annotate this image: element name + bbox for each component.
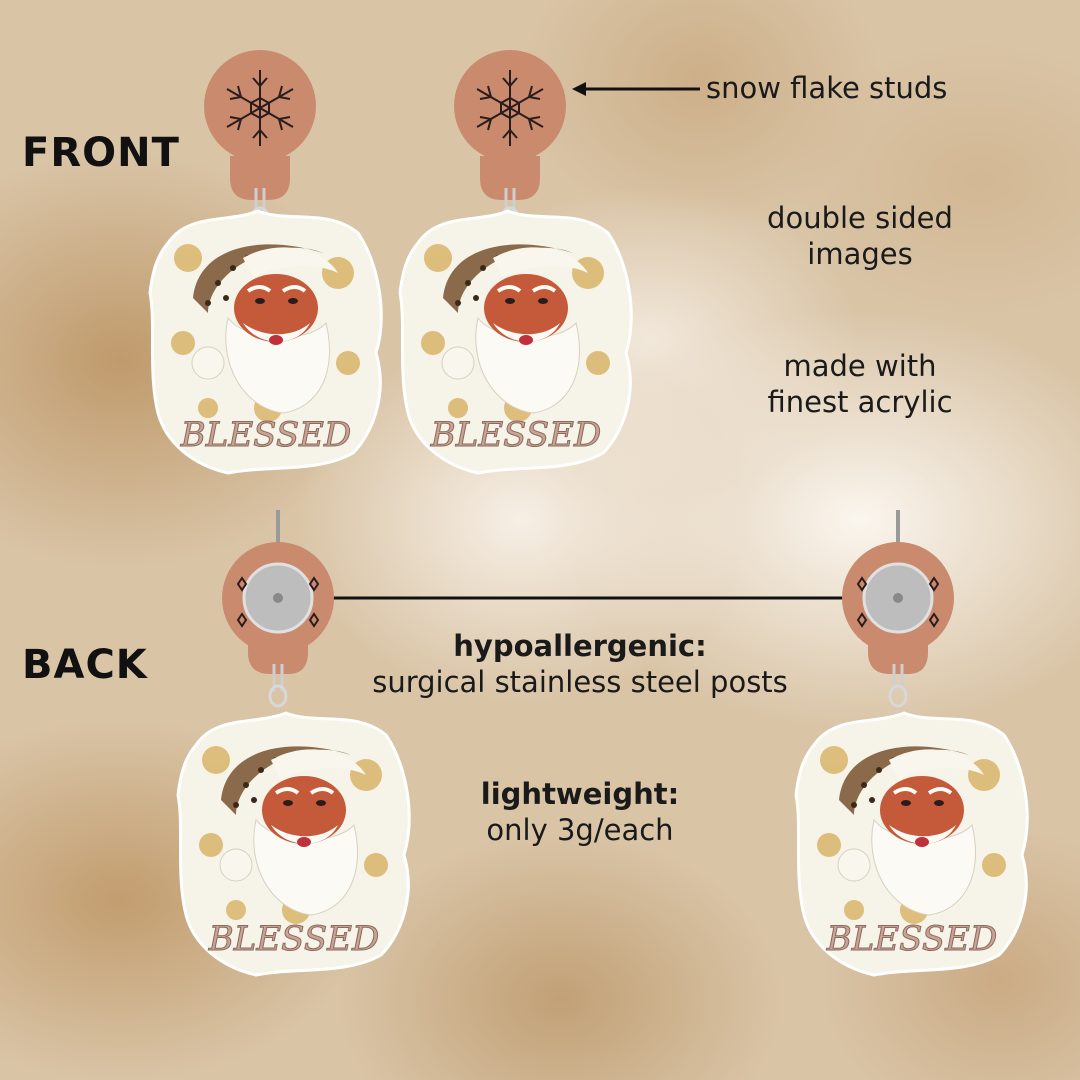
back-earring-left: BLESSED xyxy=(168,510,428,994)
acrylic-line-1: made with xyxy=(783,349,937,383)
hypoallergenic-note: hypoallergenic: surgical stainless steel… xyxy=(320,628,840,701)
charm-text: BLESSED xyxy=(208,919,379,959)
acrylic-line-2: finest acrylic xyxy=(767,385,953,420)
acrylic-note: made with finest acrylic xyxy=(720,348,1000,421)
double-sided-line-1: double sided xyxy=(767,201,953,235)
lightweight-note: lightweight: only 3g/each xyxy=(380,776,780,849)
front-earring-right: BLESSED xyxy=(398,38,648,492)
charm-text: BLESSED xyxy=(826,919,997,959)
front-label: FRONT xyxy=(22,130,180,176)
back-earring-right: BLESSED xyxy=(782,510,1042,994)
lightweight-text: only 3g/each xyxy=(486,813,674,848)
double-sided-line-2: images xyxy=(807,237,913,272)
charm-text: BLESSED xyxy=(430,415,601,455)
lightweight-title: lightweight: xyxy=(480,777,680,811)
studs-note: snow flake studs xyxy=(706,71,948,105)
double-sided-note: double sided images xyxy=(720,200,1000,273)
front-earring-left: BLESSED xyxy=(148,38,398,492)
hypoallergenic-title: hypoallergenic: xyxy=(453,629,707,663)
studs-arrow xyxy=(572,82,700,96)
charm-text: BLESSED xyxy=(180,415,351,455)
hypoallergenic-text: surgical stainless steel posts xyxy=(372,665,788,700)
back-label: BACK xyxy=(22,642,148,688)
